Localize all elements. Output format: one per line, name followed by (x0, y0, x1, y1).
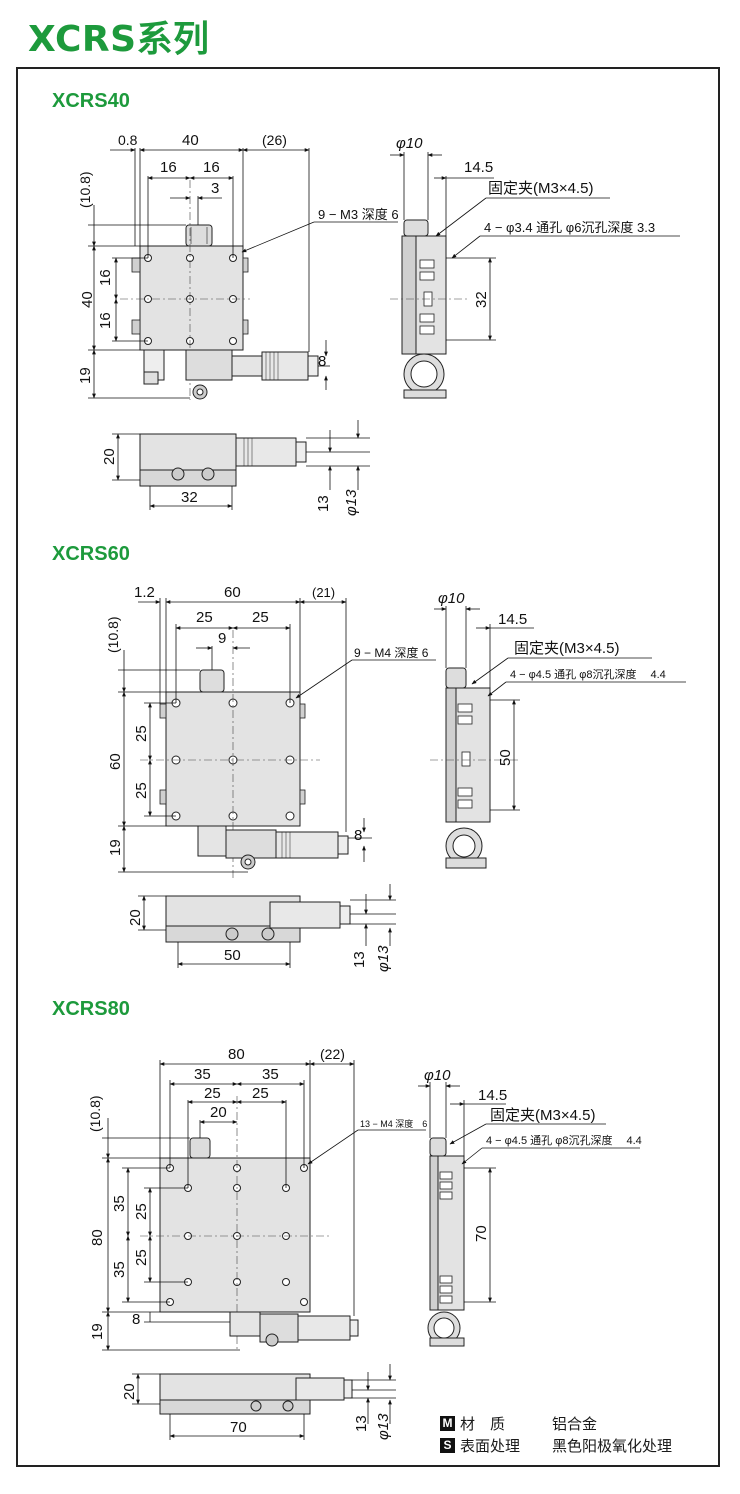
svg-text:25: 25 (204, 1085, 221, 1102)
svg-text:4 − φ4.5 通孔 φ8沉孔深度 4.4: 4 − φ4.5 通孔 φ8沉孔深度 4.4 (510, 667, 666, 681)
legend-value: 铝合金 (552, 1414, 598, 1433)
svg-text:(10.8): (10.8) (87, 1095, 103, 1132)
svg-text:25: 25 (133, 1203, 150, 1220)
svg-text:25: 25 (133, 725, 150, 742)
svg-text:25: 25 (252, 609, 269, 626)
legend-value: 黑色阳极氧化处理 (552, 1436, 673, 1455)
svg-text:13: 13 (353, 1415, 370, 1432)
svg-text:8: 8 (132, 1311, 140, 1328)
surface-key-icon: S (440, 1437, 455, 1453)
svg-text:8: 8 (318, 353, 326, 370)
section-title-xcrs80: XCRS80 (52, 998, 130, 1020)
svg-text:9 − M4 深度 6: 9 − M4 深度 6 (354, 645, 429, 660)
svg-text:13: 13 (351, 951, 368, 968)
material-key-icon: M (440, 1415, 455, 1431)
svg-text:35: 35 (111, 1261, 128, 1278)
svg-text:25: 25 (133, 782, 150, 799)
svg-text:40: 40 (79, 291, 96, 308)
svg-text:固定夹(M3×4.5): 固定夹(M3×4.5) (490, 1107, 595, 1124)
svg-text:4 − φ3.4 通孔 φ6沉孔深度 3.3: 4 − φ3.4 通孔 φ6沉孔深度 3.3 (484, 220, 655, 235)
svg-text:50: 50 (224, 947, 241, 964)
svg-text:32: 32 (181, 489, 198, 506)
svg-text:20: 20 (210, 1104, 227, 1121)
svg-text:20: 20 (127, 909, 144, 926)
svg-text:20: 20 (121, 1383, 138, 1400)
svg-text:19: 19 (77, 367, 94, 384)
svg-text:(22): (22) (320, 1046, 345, 1062)
svg-text:14.5: 14.5 (498, 611, 527, 628)
legend-label: 表面处理 (460, 1436, 521, 1455)
material-legend: M 材 质 铝合金 S 表面处理 黑色阳极氧化处理 (440, 1412, 672, 1456)
svg-text:16: 16 (97, 312, 114, 329)
svg-text:0.8: 0.8 (118, 132, 138, 148)
svg-text:3: 3 (211, 180, 219, 197)
svg-text:19: 19 (107, 839, 124, 856)
svg-text:19: 19 (89, 1323, 106, 1340)
legend-row-surface: S 表面处理 黑色阳极氧化处理 (440, 1434, 672, 1456)
svg-text:35: 35 (262, 1066, 279, 1083)
svg-text:8: 8 (354, 827, 362, 844)
xcrs60-drawings: 1.2 60 (21) 25 25 9 (10.8) 60 25 25 19 8 (105, 584, 686, 972)
svg-text:(10.8): (10.8) (105, 616, 121, 653)
legend-label: 材 质 (460, 1414, 506, 1433)
svg-text:φ10: φ10 (424, 1067, 451, 1084)
svg-text:25: 25 (133, 1249, 150, 1266)
legend-row-material: M 材 质 铝合金 (440, 1412, 672, 1434)
svg-text:φ10: φ10 (396, 135, 423, 152)
svg-text:60: 60 (224, 584, 241, 601)
svg-text:14.5: 14.5 (478, 1087, 507, 1104)
svg-text:固定夹(M3×4.5): 固定夹(M3×4.5) (514, 640, 619, 657)
drawing-frame (16, 67, 720, 1467)
svg-text:60: 60 (107, 753, 124, 770)
svg-text:13: 13 (315, 495, 332, 512)
svg-text:(10.8): (10.8) (77, 171, 93, 208)
svg-text:4 − φ4.5 通孔 φ8沉孔深度 4.4: 4 − φ4.5 通孔 φ8沉孔深度 4.4 (486, 1133, 642, 1147)
section-title-xcrs60: XCRS60 (52, 543, 130, 565)
svg-text:50: 50 (497, 749, 514, 766)
section-title-xcrs40: XCRS40 (52, 90, 130, 112)
svg-text:16: 16 (203, 159, 220, 176)
svg-text:14.5: 14.5 (464, 159, 493, 176)
svg-text:1.2: 1.2 (134, 584, 155, 601)
svg-text:40: 40 (182, 132, 199, 149)
svg-text:32: 32 (473, 291, 490, 308)
svg-text:35: 35 (194, 1066, 211, 1083)
svg-text:16: 16 (97, 269, 114, 286)
svg-text:25: 25 (196, 609, 213, 626)
svg-text:80: 80 (89, 1229, 106, 1246)
svg-text:φ10: φ10 (438, 590, 465, 607)
svg-text:固定夹(M3×4.5): 固定夹(M3×4.5) (488, 180, 593, 197)
svg-text:9: 9 (218, 630, 226, 647)
svg-text:φ13: φ13 (375, 945, 392, 972)
svg-text:9 − M3 深度 6: 9 − M3 深度 6 (318, 207, 399, 222)
svg-text:φ13: φ13 (343, 489, 360, 516)
xcrs40-drawings: 0.8 40 (26) 16 16 3 (10.8) 40 16 16 19 8 (77, 132, 680, 516)
svg-text:13 − M4 深度 6: 13 − M4 深度 6 (360, 1118, 427, 1129)
svg-text:80: 80 (228, 1046, 245, 1063)
xcrs80-drawings: 80 (22) 35 35 25 25 20 (10.8) 80 35 25 2… (87, 1046, 642, 1440)
svg-text:20: 20 (101, 448, 118, 465)
svg-text:(26): (26) (262, 132, 287, 148)
svg-text:70: 70 (473, 1225, 490, 1242)
svg-text:φ13: φ13 (375, 1413, 392, 1440)
svg-text:25: 25 (252, 1085, 269, 1102)
svg-text:16: 16 (160, 159, 177, 176)
svg-text:(21): (21) (312, 585, 335, 600)
svg-text:35: 35 (111, 1195, 128, 1212)
svg-text:70: 70 (230, 1419, 247, 1436)
page-title: XCRS系列 (28, 19, 210, 60)
